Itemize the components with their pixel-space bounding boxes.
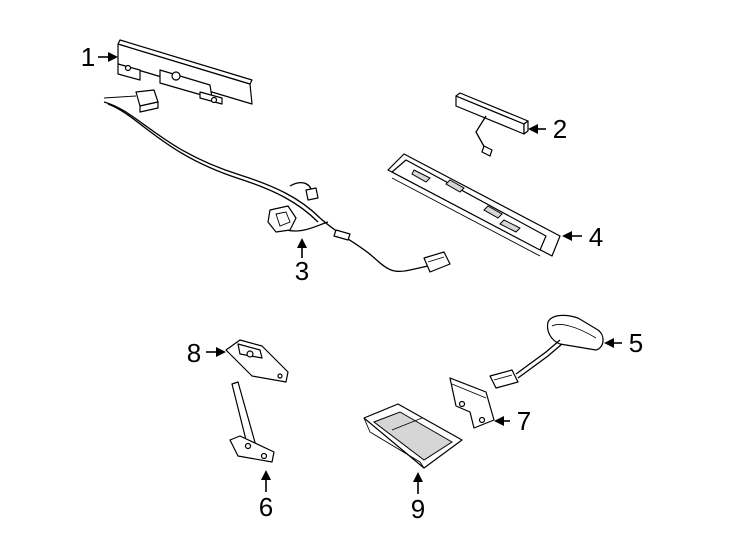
part-3-harness [103, 89, 451, 273]
callout-label-6: 6 [259, 492, 273, 522]
callout-label-8: 8 [187, 338, 201, 368]
callout-3: 3 [295, 238, 309, 286]
callout-label-7: 7 [517, 406, 531, 436]
part-4-lamp-assembly [387, 153, 561, 257]
callout-2: 2 [528, 114, 567, 144]
part-1-housing [117, 39, 253, 105]
callout-8: 8 [187, 338, 226, 368]
callout-label-4: 4 [589, 222, 603, 252]
callout-label-2: 2 [553, 114, 567, 144]
callout-label-3: 3 [295, 256, 309, 286]
part-6-stem [229, 381, 275, 463]
callout-6: 6 [259, 470, 273, 522]
part-2-light-bar [455, 92, 529, 157]
callout-label-1: 1 [81, 42, 95, 72]
callout-9: 9 [411, 472, 425, 524]
callout-label-5: 5 [629, 328, 643, 358]
part-9-tray [363, 403, 463, 469]
callout-1: 1 [81, 42, 118, 72]
part-5-lamp-cable [489, 314, 604, 389]
callout-label-9: 9 [411, 494, 425, 524]
part-7-bracket [449, 377, 495, 429]
callout-4: 4 [562, 222, 603, 252]
callout-7: 7 [494, 406, 531, 436]
callout-5: 5 [604, 328, 643, 358]
part-8-mount [225, 339, 289, 383]
